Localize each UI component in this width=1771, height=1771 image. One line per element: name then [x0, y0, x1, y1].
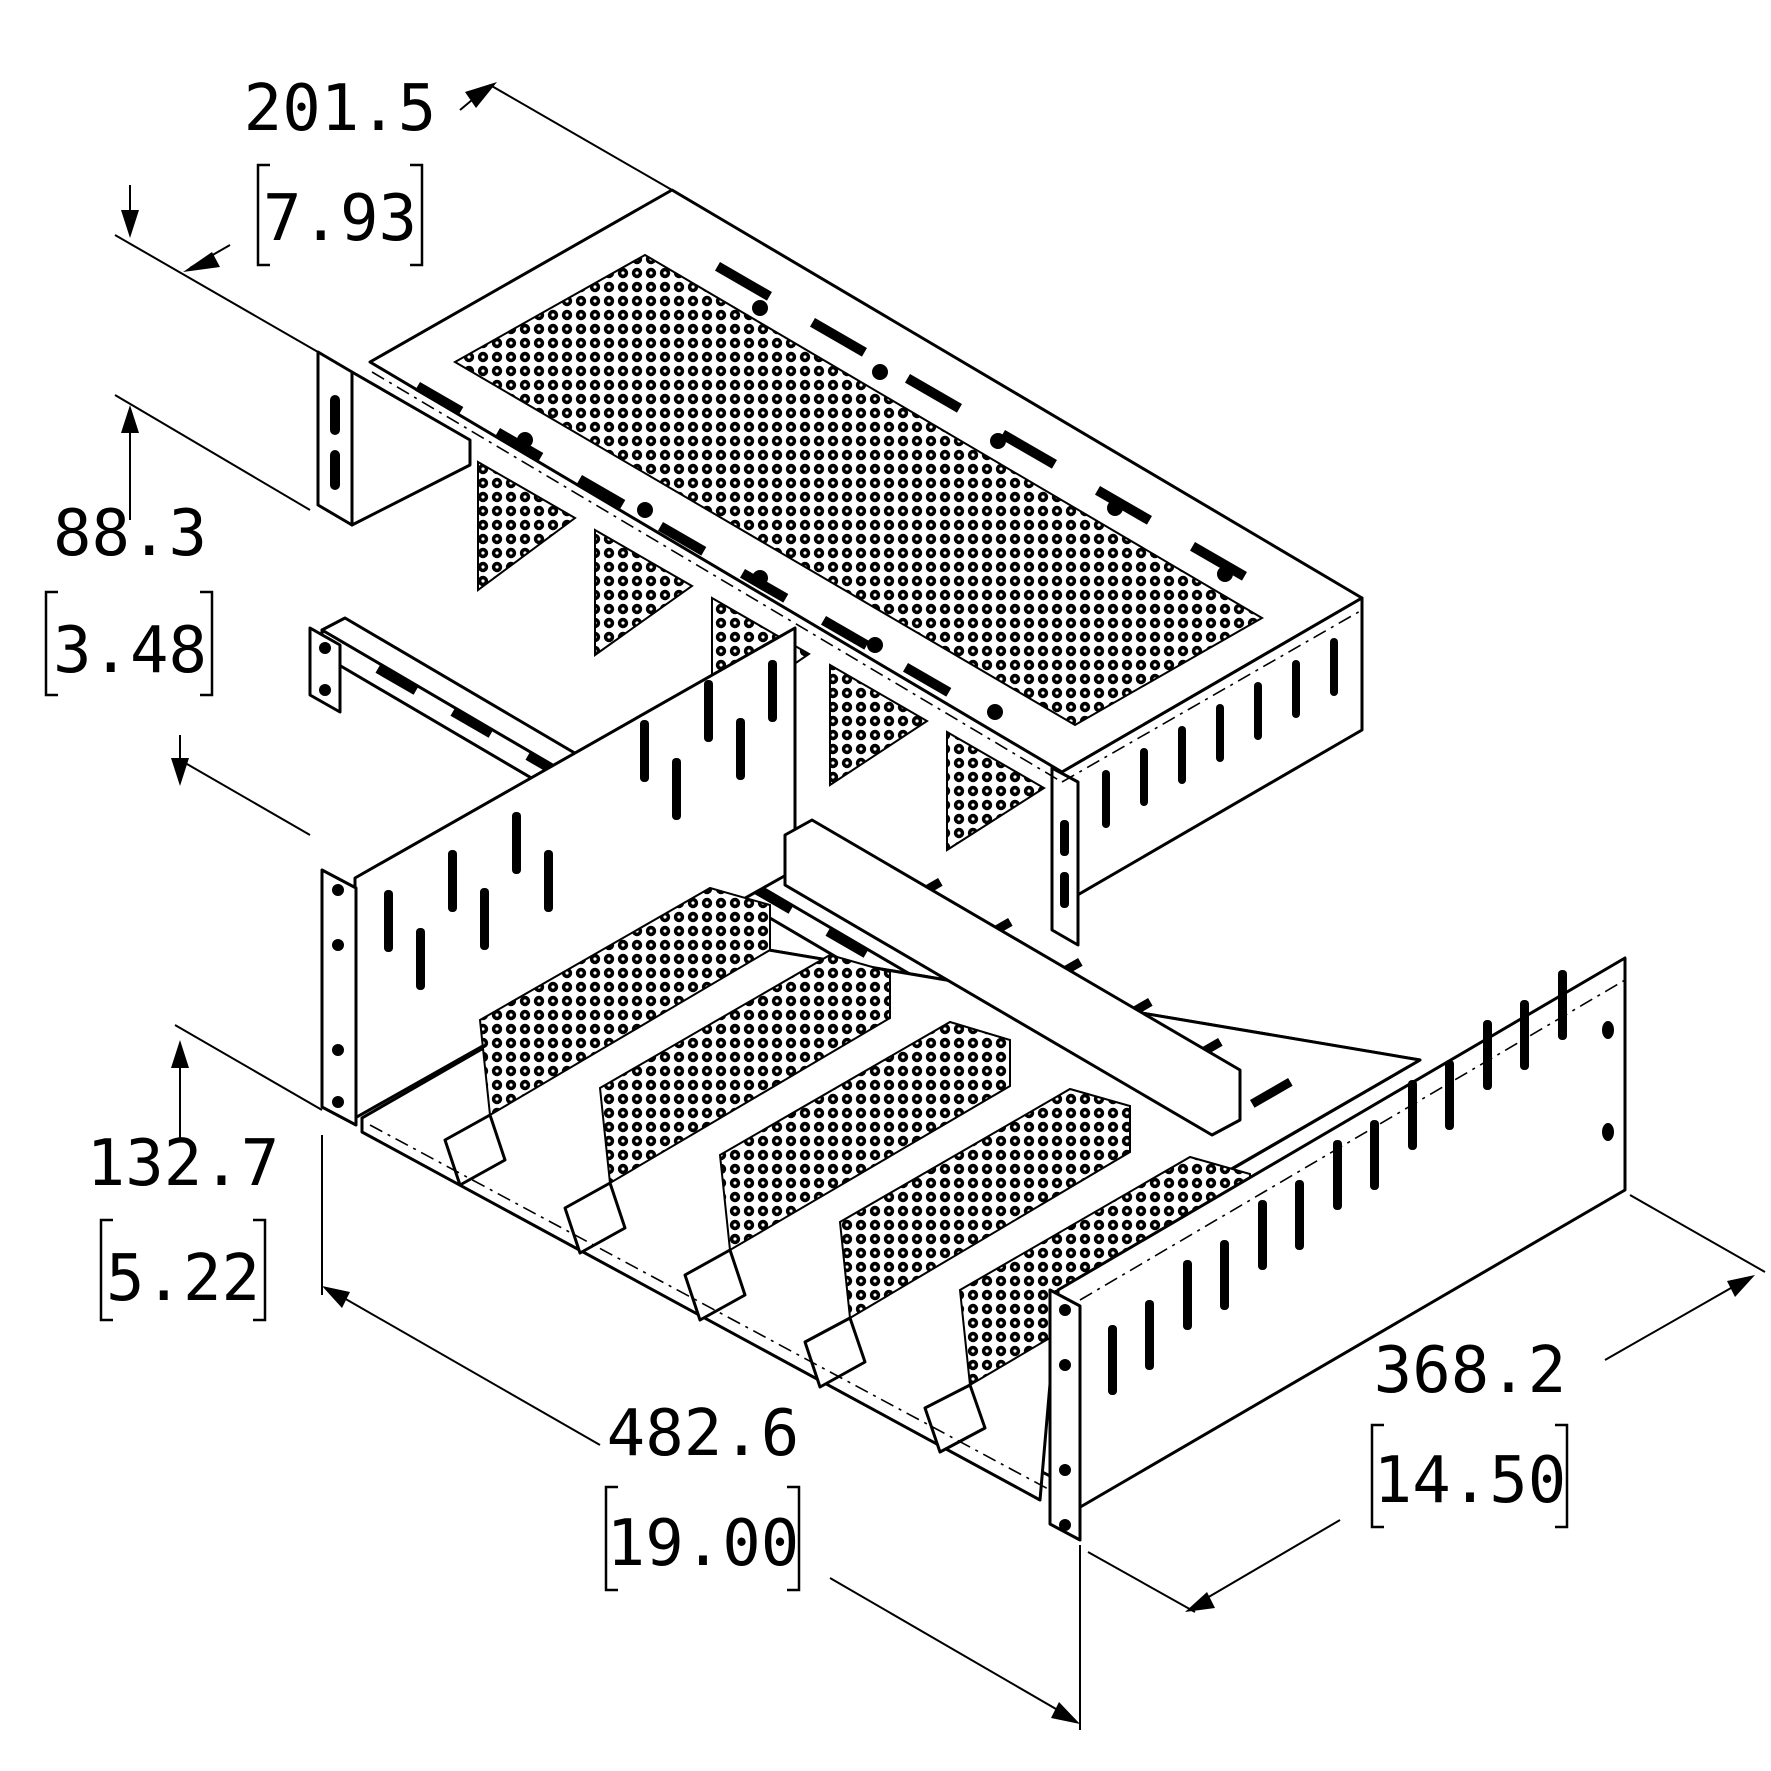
bottom-chassis-left-ear: [320, 868, 358, 1127]
bottom-chassis-right-ear: [1048, 1288, 1082, 1542]
dim-bottom-height-mm: 132.7: [87, 1127, 280, 1201]
dim-top-depth-mm: 201.5: [244, 72, 437, 146]
rear-support-rail: [783, 818, 1242, 1137]
bottom-left-wall-slots: [384, 660, 777, 990]
dimension-labels: 201.5 7.93 88.3 3.48 132.7 5.22 482.6 19…: [44, 72, 1569, 1592]
dim-top-height-inch: 3.48: [53, 614, 207, 688]
divider-feet: [443, 1113, 987, 1454]
top-cover-perforation: [452, 253, 1264, 727]
dim-bottom-depth-inch: 14.50: [1374, 1444, 1567, 1518]
top-chassis-left-wall: [350, 370, 472, 527]
dim-top-depth-inch: 7.93: [263, 182, 417, 256]
front-panel-slots: [1108, 970, 1567, 1395]
dim-top-height-mm: 88.3: [53, 497, 207, 571]
dim-bottom-depth-mm: 368.2: [1374, 1334, 1567, 1408]
top-chassis-right-ear: [1050, 766, 1080, 947]
dim-bottom-height-inch: 5.22: [106, 1242, 260, 1316]
top-cover-screws: [517, 300, 1233, 720]
dim-width-mm: 482.6: [607, 1397, 800, 1471]
dimension-lines: [114, 82, 1766, 1730]
top-side-slots: [1102, 638, 1338, 828]
bottom-chassis: [320, 626, 1627, 1542]
dim-width-inch: 19.00: [607, 1507, 800, 1581]
top-chassis-left-ear: [316, 350, 354, 527]
